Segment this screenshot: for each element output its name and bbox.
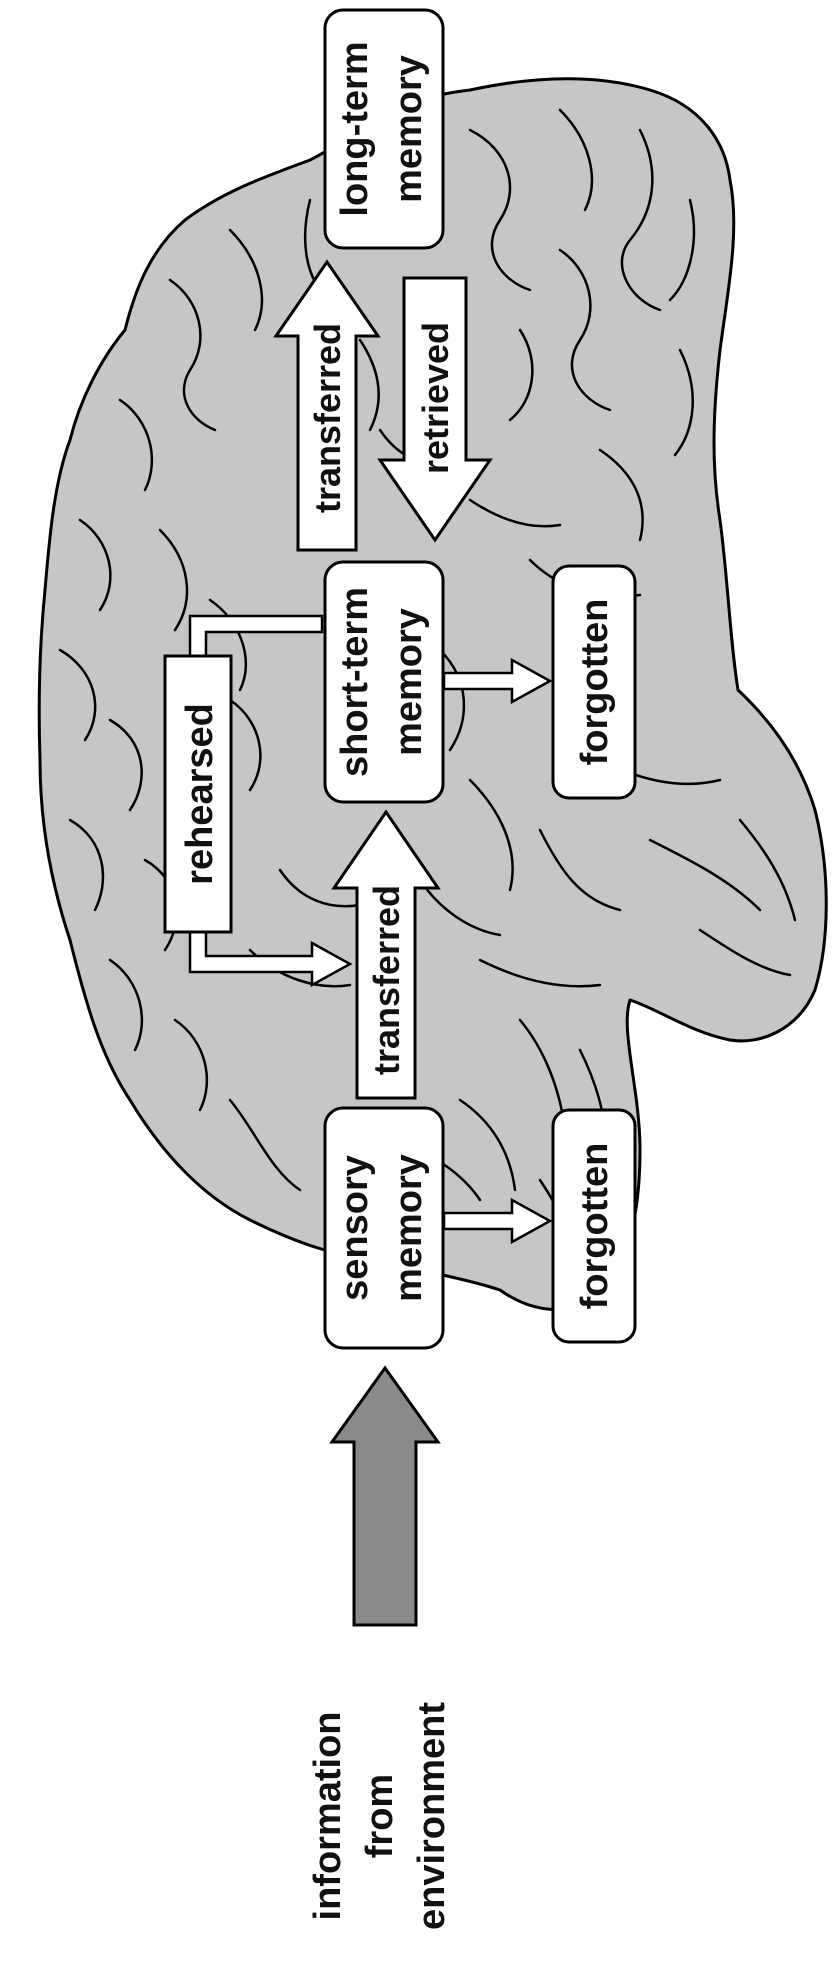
short-term-memory-line1: short-term (334, 587, 376, 777)
short-term-to-forgotten-arrow (442, 657, 553, 705)
sensory-memory-box: sensory memory (323, 1106, 445, 1350)
sensory-memory-line1: sensory (334, 1155, 376, 1301)
transferred-to-short-term-label: transferred (366, 885, 407, 1075)
rehearsed-box: rehearsed (163, 654, 233, 934)
short-term-memory-box: short-term memory (323, 560, 445, 804)
long-term-memory-box: long-term memory (323, 8, 445, 250)
input-label-line1: information (307, 1712, 349, 1921)
forgotten-sensory-box: forgotten (551, 1108, 637, 1344)
retrieved-down-arrow (377, 276, 493, 543)
long-term-memory-line2: memory (388, 55, 430, 203)
retrieved-label: retrieved (415, 322, 456, 474)
input-label-line3: environment (411, 1702, 453, 1930)
sensory-memory-line2: memory (388, 1154, 430, 1302)
forgotten-sensory-label: forgotten (574, 1143, 616, 1310)
input-label: information from environment (307, 1702, 453, 1930)
long-term-memory-line1: long-term (334, 41, 376, 216)
rehearsal-loop-bottom (188, 928, 353, 988)
transferred-up-arrow (273, 259, 381, 552)
short-term-memory-line2: memory (388, 608, 430, 756)
transferred-to-long-term-label: transferred (307, 323, 348, 513)
transferred-to-short-term-arrow (331, 809, 441, 1100)
forgotten-short-term-box: forgotten (551, 564, 637, 800)
forgotten-short-term-label: forgotten (574, 599, 616, 766)
rehearsed-label: rehearsed (179, 703, 221, 885)
input-label-line2: from (359, 1774, 401, 1858)
sensory-to-forgotten-arrow (442, 1197, 553, 1245)
input-arrow (329, 1365, 441, 1627)
